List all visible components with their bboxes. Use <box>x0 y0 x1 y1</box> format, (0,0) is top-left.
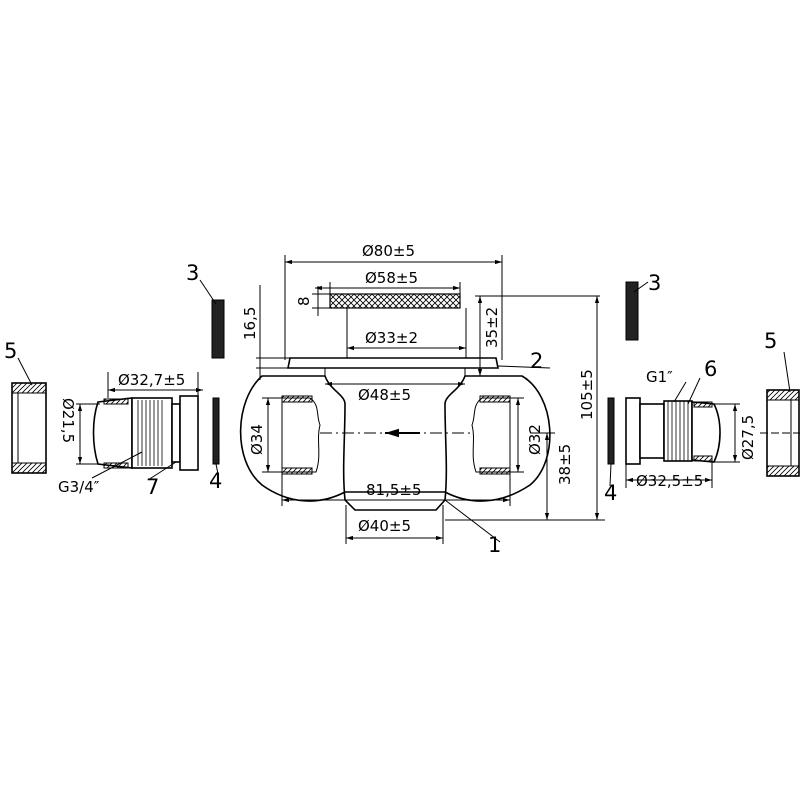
seal-left-part-3 <box>211 299 225 359</box>
callout-4-left: 4 <box>209 469 222 493</box>
flange-part-2 <box>287 357 499 369</box>
dimension-lines <box>256 255 605 544</box>
gasket-right-part-4 <box>607 397 615 465</box>
filter-disk <box>329 293 467 358</box>
dim-h35: 35±2 <box>483 307 501 348</box>
dim-h38: 38±5 <box>556 444 574 485</box>
dim-d34: Ø34 <box>248 424 266 455</box>
tee-body-part-1 <box>239 357 551 511</box>
dim-d48: Ø48±5 <box>358 386 411 404</box>
callout-4-right: 4 <box>604 481 617 505</box>
dim-d32-5: Ø32,5±5 <box>636 472 703 490</box>
callout-3-right: 3 <box>648 271 661 295</box>
callout-5-right: 5 <box>764 329 777 353</box>
adapter-g34-part-7 <box>92 395 199 471</box>
leader-lines <box>17 279 791 543</box>
union-nut-right-part-5 <box>760 389 800 477</box>
dim-d40: Ø40±5 <box>358 517 411 535</box>
dim-d33: Ø33±2 <box>365 329 418 347</box>
dim-d27-5: Ø27,5 <box>739 415 757 460</box>
callout-6: 6 <box>704 357 717 381</box>
gasket-left-part-4 <box>212 397 220 465</box>
dim-w81-5: 81,5±5 <box>366 481 422 499</box>
dim-h105: 105±5 <box>578 369 596 420</box>
dim-d32-7: Ø32,7±5 <box>118 371 185 389</box>
dim-d21-5: Ø21,5 <box>59 398 77 443</box>
dim-d80: Ø80±5 <box>362 242 415 260</box>
callout-5-left: 5 <box>4 339 17 363</box>
callout-7: 7 <box>146 475 159 499</box>
dim-g1: G1″ <box>646 368 673 386</box>
left-dimension-lines <box>76 372 203 465</box>
adapter-g1-part-6 <box>625 397 721 465</box>
dim-g34: G3/4″ <box>58 478 100 496</box>
right-dimension-lines <box>625 403 740 488</box>
dim-d58: Ø58±5 <box>365 269 418 287</box>
callout-1: 1 <box>488 533 501 557</box>
seal-right-part-3 <box>625 281 639 341</box>
dim-d32: Ø32 <box>526 424 544 455</box>
callout-3-left: 3 <box>186 261 199 285</box>
dim-h16-5: 16,5 <box>241 307 259 340</box>
union-nut-left-part-5 <box>11 382 47 474</box>
callout-2: 2 <box>530 349 543 373</box>
dim-h8: 8 <box>295 296 313 306</box>
